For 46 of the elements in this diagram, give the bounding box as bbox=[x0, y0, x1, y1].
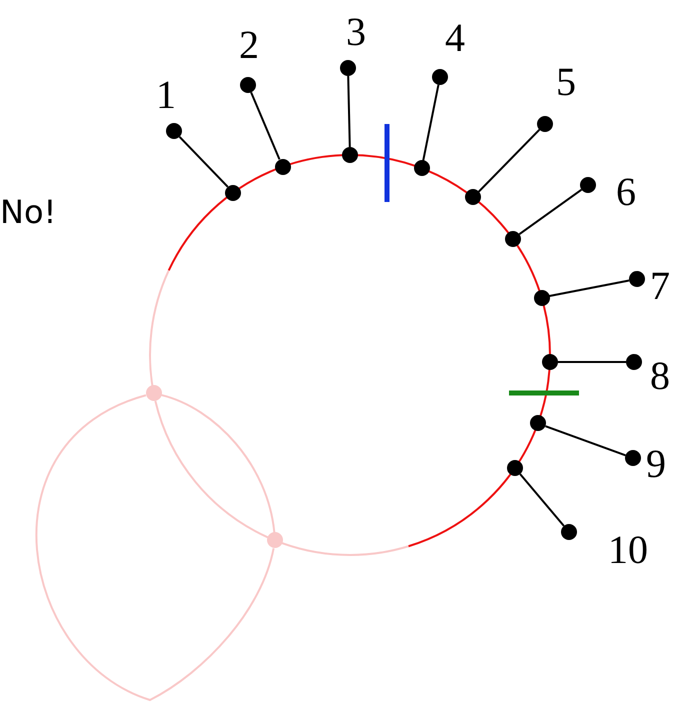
dot-node bbox=[414, 160, 430, 176]
dot-node bbox=[267, 532, 284, 548]
node-number: 2 bbox=[239, 25, 259, 65]
node-number: 10 bbox=[608, 530, 648, 570]
dot-node bbox=[507, 460, 524, 476]
dot-node bbox=[274, 158, 291, 175]
connector-line bbox=[549, 280, 630, 297]
node-number: 1 bbox=[156, 75, 176, 115]
connector-line bbox=[558, 360, 626, 363]
loop-line bbox=[161, 394, 276, 533]
note-text: No! bbox=[0, 194, 56, 230]
dot-node bbox=[166, 123, 182, 139]
dot-node bbox=[537, 116, 553, 132]
node-number: 6 bbox=[616, 172, 636, 212]
dot-node bbox=[240, 77, 256, 93]
dot-node bbox=[342, 147, 358, 163]
connector-line bbox=[545, 425, 626, 456]
connector-line bbox=[519, 473, 565, 527]
node-number: 5 bbox=[556, 62, 576, 102]
node-number: 9 bbox=[646, 444, 666, 484]
dot-node bbox=[629, 271, 645, 287]
dot-node bbox=[542, 354, 558, 370]
node-number: 4 bbox=[445, 18, 465, 58]
connector-line bbox=[518, 188, 582, 236]
node-number: 8 bbox=[650, 356, 670, 396]
node-number: 3 bbox=[346, 12, 366, 52]
dot-node bbox=[432, 69, 448, 85]
dot-node bbox=[465, 189, 482, 206]
loop-line bbox=[154, 400, 268, 538]
dot-node bbox=[504, 230, 521, 247]
node-number: 7 bbox=[650, 266, 670, 306]
connector-line bbox=[250, 92, 280, 160]
loop-line bbox=[36, 394, 275, 701]
connector-line bbox=[422, 84, 440, 161]
dot-node bbox=[340, 60, 356, 76]
dot-node bbox=[626, 354, 642, 370]
dot-node bbox=[146, 385, 162, 402]
dot-node bbox=[580, 177, 596, 193]
dot-node bbox=[534, 290, 550, 306]
dot-node bbox=[625, 450, 641, 466]
connector-line bbox=[478, 129, 540, 192]
dot-node bbox=[530, 415, 546, 432]
connector-line bbox=[347, 76, 351, 148]
connector-line bbox=[178, 136, 228, 188]
dot-node bbox=[225, 184, 242, 201]
dot-node bbox=[561, 524, 577, 540]
